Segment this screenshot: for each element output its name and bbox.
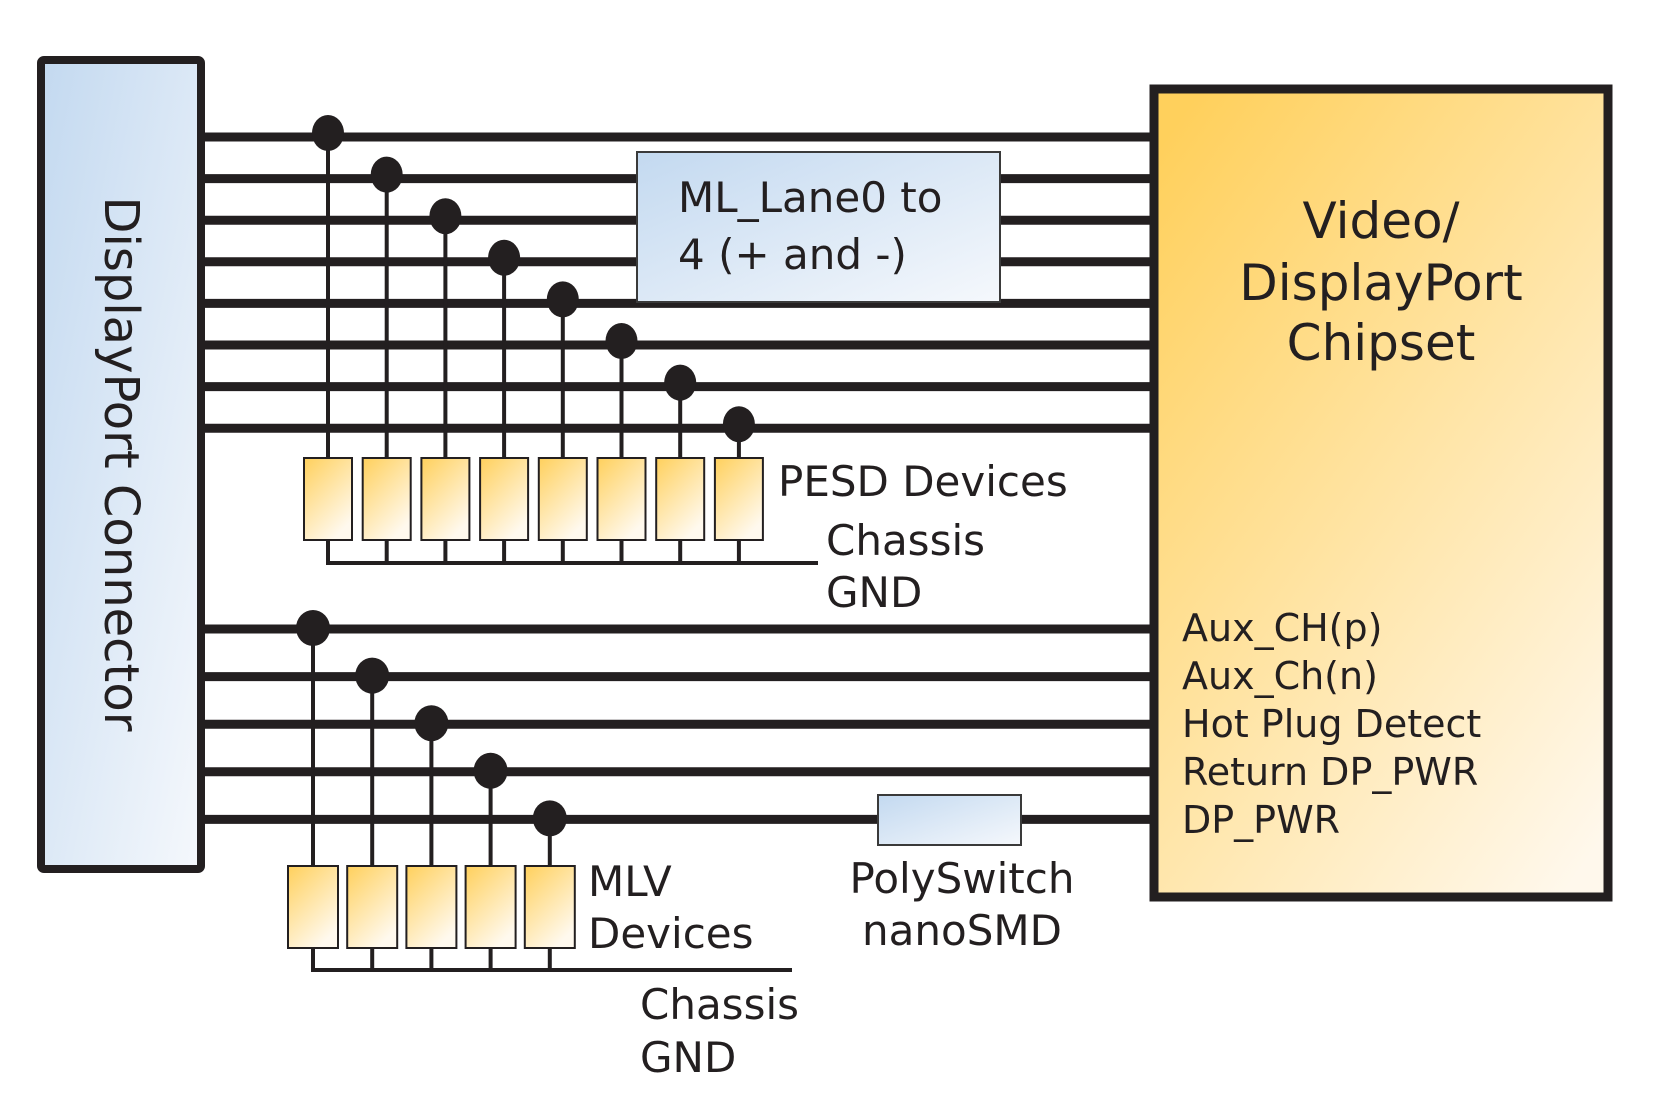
main-link-label-line-1: ML_Lane0 to bbox=[678, 173, 942, 222]
mlv-ground-label-line-1: Chassis bbox=[640, 980, 799, 1029]
junction-dot bbox=[546, 281, 579, 318]
polyswitch-label-line-1: PolySwitch bbox=[850, 854, 1075, 903]
polyswitch-label-line-2: nanoSMD bbox=[862, 906, 1062, 955]
pesd-device bbox=[537, 457, 588, 541]
chipset-label-line-2: DisplayPort bbox=[1239, 254, 1522, 312]
junction-dot bbox=[296, 610, 330, 646]
signal-label-aux-ch-n: Aux_Ch(n) bbox=[1182, 654, 1378, 698]
junction-dot bbox=[664, 364, 697, 401]
pesd-device bbox=[655, 457, 706, 541]
pesd-device bbox=[420, 457, 471, 541]
signal-label-dp-pwr: DP_PWR bbox=[1182, 798, 1340, 842]
signal-label-aux-ch-p: Aux_CH(p) bbox=[1182, 606, 1382, 650]
junction-dot bbox=[414, 705, 449, 742]
chipset-label-line-3: Chipset bbox=[1287, 314, 1476, 372]
junction-dot bbox=[429, 198, 462, 235]
displayport-connector-block bbox=[37, 56, 205, 873]
pesd-device bbox=[596, 457, 647, 541]
junction-dot bbox=[488, 239, 521, 276]
video-chipset-block bbox=[1149, 84, 1613, 902]
signal-label-hot-plug-detect: Hot Plug Detect bbox=[1182, 702, 1481, 746]
mlv-device bbox=[287, 865, 339, 949]
mlv-ground-label-line-2: GND bbox=[640, 1033, 736, 1082]
mlv-device bbox=[405, 865, 458, 949]
mlv-devices-label-line-2: Devices bbox=[588, 909, 754, 958]
junction-dot bbox=[722, 406, 755, 443]
signal-label-return-dp-pwr: Return DP_PWR bbox=[1182, 750, 1478, 794]
mlv-device bbox=[523, 865, 576, 949]
mlv-device bbox=[346, 865, 399, 949]
pesd-device bbox=[303, 457, 353, 541]
main-link-label-line-2: 4 (+ and -) bbox=[678, 230, 907, 279]
mlv-devices-label-line-1: MLV bbox=[588, 857, 672, 906]
junction-dot bbox=[605, 323, 638, 359]
junction-dot bbox=[312, 115, 344, 151]
mlv-device bbox=[464, 865, 517, 949]
pesd-device bbox=[479, 457, 530, 541]
junction-dot bbox=[355, 657, 390, 694]
pesd-ground-label-line-1: Chassis bbox=[826, 516, 985, 565]
pesd-device-array bbox=[303, 115, 818, 565]
polyswitch-nanosmd-component bbox=[877, 794, 1022, 846]
chipset-label-line-1: Video/ bbox=[1303, 192, 1460, 250]
junction-dot bbox=[532, 800, 567, 837]
pesd-ground-label-line-2: GND bbox=[826, 568, 922, 617]
junction-dot bbox=[370, 156, 403, 193]
pesd-device bbox=[361, 457, 412, 541]
pesd-device bbox=[713, 457, 764, 541]
main-link-lane-block bbox=[636, 151, 1001, 303]
junction-dot bbox=[473, 752, 508, 789]
pesd-devices-label: PESD Devices bbox=[778, 457, 1068, 506]
connector-label: DisplayPort Connector bbox=[93, 197, 149, 732]
aux-signal-lines bbox=[201, 624, 1152, 824]
mlv-device-array bbox=[287, 610, 792, 972]
